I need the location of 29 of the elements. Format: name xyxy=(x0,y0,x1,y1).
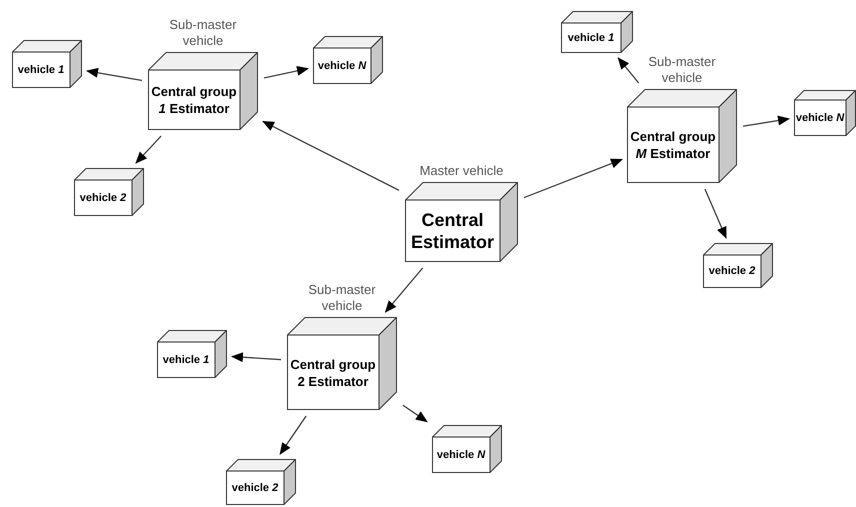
node-label: vehicle 1 xyxy=(568,32,614,44)
arrow xyxy=(618,57,640,84)
arrow xyxy=(402,404,428,422)
node-heading: Sub-master vehicle xyxy=(647,53,717,86)
node-heading: Sub-master vehicle xyxy=(307,281,377,314)
node-heading: Master vehicle xyxy=(418,162,504,179)
arrow xyxy=(231,352,282,362)
arrow xyxy=(135,136,162,164)
node-label: vehicle 1 xyxy=(18,64,64,76)
arrow xyxy=(262,120,400,191)
node-label: Central group 1 Estimator xyxy=(150,83,238,117)
node-label: vehicle 2 xyxy=(708,265,756,278)
arrow xyxy=(86,68,142,82)
arrow xyxy=(524,158,623,198)
node-label: vehicle N xyxy=(318,60,366,72)
node-label: vehicle N xyxy=(436,448,486,462)
arrow xyxy=(264,66,309,79)
node-heading: Sub-master vehicle xyxy=(168,16,238,49)
node-label: Central group M Estimator xyxy=(629,128,717,162)
node-label: Central Estimator xyxy=(410,209,496,253)
arrow xyxy=(280,416,307,455)
arrow xyxy=(704,188,727,239)
node-label: vehicle 1 xyxy=(162,354,210,366)
node-label: vehicle 2 xyxy=(80,192,126,204)
arrow xyxy=(384,268,424,313)
arrow xyxy=(742,116,790,127)
node-label: vehicle N xyxy=(796,112,844,124)
node-label: vehicle 2 xyxy=(232,482,278,494)
node-label: Central group 2 Estimator xyxy=(289,356,377,390)
